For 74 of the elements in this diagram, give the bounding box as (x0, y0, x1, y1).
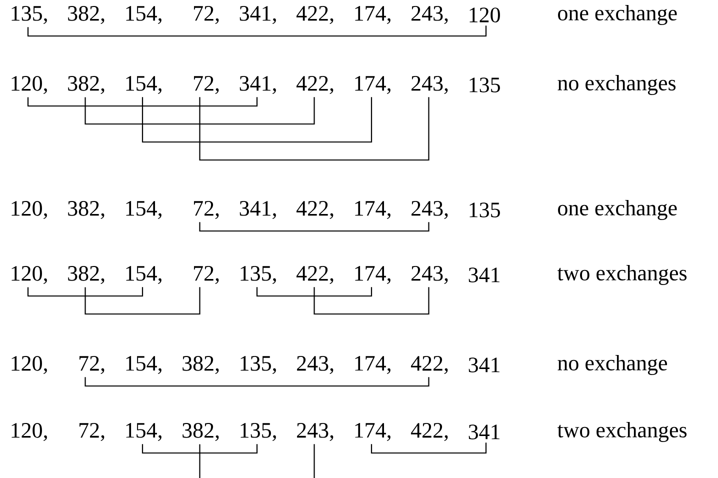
number: 243, (412, 201, 448, 219)
exchange-note: no exchanges (558, 75, 676, 95)
comparison-bracket (142, 97, 372, 143)
exchange-note: two exchanges (557, 422, 687, 442)
number: 120, (12, 422, 47, 441)
number: 120, (12, 200, 47, 219)
number: 154, (126, 6, 162, 24)
number: 382, (68, 200, 104, 219)
number: 382, (68, 266, 104, 284)
comparison-bracket (142, 444, 258, 454)
number: 422, (296, 201, 334, 219)
number: 174, (355, 6, 390, 24)
number: 174, (355, 423, 390, 441)
comparison-bracket (27, 26, 487, 37)
number: 341, (240, 201, 276, 219)
number: 154, (126, 423, 162, 441)
number: 243, (297, 356, 334, 374)
comparison-bracket (84, 377, 430, 387)
number: 72, (194, 201, 219, 219)
number: 72, (80, 356, 104, 374)
number: 243, (297, 423, 334, 441)
comparison-bracket (84, 287, 200, 315)
number: 135, (240, 356, 276, 374)
number: 243, (412, 76, 448, 94)
number: 243, (412, 6, 448, 24)
number: 120, (12, 356, 47, 374)
number: 382, (68, 6, 104, 24)
number: 341 (468, 358, 500, 372)
number: 174, (355, 266, 390, 284)
comparison-bracket (199, 444, 315, 478)
number: 72, (194, 266, 219, 284)
number: 120, (12, 76, 47, 94)
number: 135, (240, 266, 276, 284)
number: 174, (355, 76, 390, 94)
number: 135, (240, 423, 276, 441)
comparison-bracket (199, 97, 430, 161)
number: 341 (468, 268, 500, 282)
number: 422, (410, 423, 448, 441)
comparison-bracket (314, 287, 430, 315)
number: 341 (468, 424, 500, 440)
number: 422, (410, 356, 448, 374)
number: 243, (412, 266, 448, 284)
number: 154, (126, 201, 162, 219)
number: 72, (80, 423, 104, 441)
comparison-bracket (27, 287, 144, 297)
number: 341, (240, 6, 276, 24)
number: 72, (194, 76, 219, 94)
number: 154, (126, 76, 162, 94)
number: 174, (355, 356, 390, 374)
exchange-note: two exchanges (557, 265, 687, 285)
comparison-bracket (27, 97, 258, 107)
number: 135 (470, 78, 500, 92)
comparison-bracket (84, 97, 315, 125)
exchange-note: one exchange (558, 5, 677, 25)
exchange-note: no exchange (558, 355, 667, 375)
number: 120, (12, 266, 47, 284)
number: 422, (296, 266, 334, 284)
number: 72, (194, 6, 219, 24)
number: 382, (182, 356, 219, 374)
number: 422, (296, 76, 334, 94)
number: 422, (296, 6, 334, 24)
comparison-bracket (256, 287, 372, 297)
number: 135, (12, 6, 47, 24)
number: 174, (355, 201, 390, 219)
number: 382, (182, 422, 219, 441)
comparison-bracket (370, 442, 487, 454)
number: 154, (126, 356, 162, 374)
comparison-bracket (199, 222, 430, 232)
number: 135 (470, 202, 500, 218)
number: 154, (126, 266, 162, 284)
exchange-note: one exchange (558, 200, 677, 220)
number: 382, (68, 76, 104, 94)
number: 341, (240, 76, 276, 94)
number: 120 (470, 8, 500, 22)
